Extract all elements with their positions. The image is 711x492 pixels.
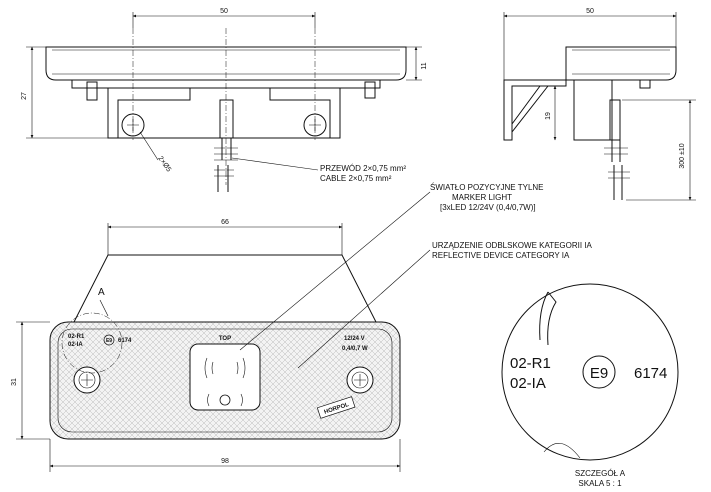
- side-bracket: [503, 79, 567, 141]
- lens-top: TOP: [219, 336, 231, 342]
- dim-front-98: 98: [221, 458, 229, 465]
- dim-cable-length: 300 ±10: [679, 143, 686, 168]
- e-mark-icon: [103, 334, 115, 346]
- side-body-outline: [565, 46, 677, 81]
- lens-e-mark: E9: [106, 338, 112, 344]
- light-label-en: MARKER LIGHT: [452, 193, 512, 202]
- brand-logo: [316, 396, 356, 419]
- side-mount: [573, 80, 613, 141]
- detail-circle: [501, 283, 679, 461]
- light-label-spec: [3xLED 12/24V (0,4/0,7W)]: [440, 203, 536, 212]
- lens-voltage1: 12/24 V: [344, 336, 365, 342]
- reflex-label-en: REFLECTIVE DEVICE CATEGORY IA: [432, 251, 570, 260]
- detail-a: 02-R1 02-IA E9 6174 SZCZEGÓŁ A SKALA 5 :…: [501, 283, 679, 488]
- dim-height-27: 27: [21, 92, 28, 100]
- dim-side-width: 50: [586, 8, 594, 15]
- clip-right: [364, 81, 376, 99]
- lens-code2: 02-IA: [68, 342, 83, 348]
- dim-hole-dia: 2×Ø5: [156, 155, 172, 173]
- dim-front-31: 31: [11, 378, 18, 386]
- lens-voltage2: 0,4/0,7 W: [342, 346, 368, 352]
- led-symbol-icon: [204, 357, 246, 379]
- dim-top-width: 50: [220, 8, 228, 15]
- detail-code1: 02-R1: [510, 355, 551, 372]
- lens-approval: 6174: [118, 338, 132, 344]
- detail-e-mark: E9: [590, 365, 608, 382]
- detail-approval: 6174: [634, 365, 667, 382]
- lamp-body-outline: [45, 46, 407, 81]
- side-gland: [609, 99, 621, 141]
- dim-height-11: 11: [421, 62, 428, 69]
- cable: [221, 138, 232, 160]
- detail-title: SZCZEGÓŁ A: [575, 469, 626, 478]
- cable-label-pl: PRZEWÓD 2×0,75 mm²: [320, 164, 406, 173]
- cable-gland: [219, 99, 234, 139]
- clip-left: [86, 81, 98, 101]
- side-view: 50 19 300 ±10: [503, 8, 696, 201]
- detail-e-mark-icon: [582, 355, 616, 389]
- detail-scale: SKALA 5 : 1: [578, 479, 622, 488]
- front-view: A 02-R1 02-IA E9 6174 TOP 12/24 V 0,4/0,…: [11, 183, 593, 472]
- led-window: [189, 343, 261, 411]
- top-view: 50 27 11 2×Ø5 PRZEWÓD 2×0,75 mm² CABLE 2…: [21, 8, 428, 192]
- detail-marker-label: A: [98, 287, 105, 298]
- housing-taper: [73, 254, 377, 323]
- dim-front-66: 66: [221, 219, 229, 226]
- detail-circle-marker: [61, 312, 123, 374]
- reflex-label-pl: URZĄDZENIE ODBLSKOWE KATEGORII IA: [432, 241, 593, 250]
- detail-code2: 02-IA: [510, 375, 546, 392]
- light-label-pl: ŚWIATŁO POZYCYJNE TYLNE: [430, 183, 544, 192]
- cable-label-en: CABLE 2×0,75 mm²: [320, 174, 392, 183]
- lens-code1: 02-R1: [68, 334, 85, 340]
- dim-height-19: 19: [545, 112, 552, 120]
